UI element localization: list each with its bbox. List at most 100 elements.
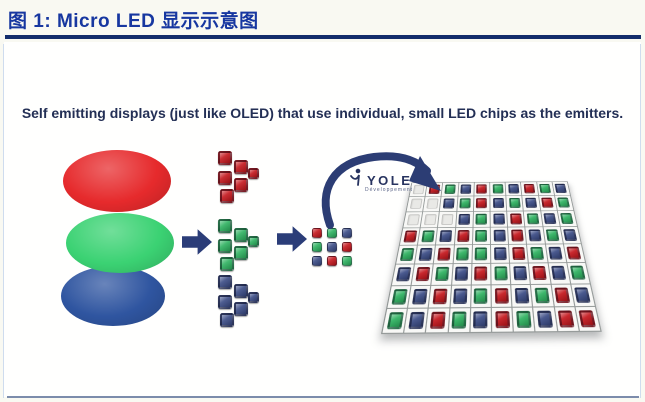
- yole-figure-icon: [350, 168, 361, 186]
- led-array-cell: [510, 263, 532, 285]
- bottom-rule: [7, 396, 639, 398]
- led-chip: [513, 266, 528, 281]
- led-chip: [475, 229, 488, 242]
- led-array-cell: [431, 264, 454, 286]
- yole-logo: YOLE Développement: [347, 167, 413, 193]
- led-chip: [473, 311, 488, 329]
- led-chip: [459, 198, 471, 209]
- figure-title: 图 1: Micro LED 显示示意图: [8, 11, 259, 32]
- led-chip: [234, 228, 248, 242]
- curved-transfer-arrow-icon: [321, 152, 441, 229]
- led-array-cell: [490, 227, 510, 245]
- led-chip: [510, 229, 524, 242]
- led-array-cell: [473, 211, 491, 228]
- led-array-cell: [404, 308, 430, 334]
- led-chip: [570, 265, 587, 281]
- led-chip: [234, 284, 248, 298]
- led-chip: [248, 168, 259, 179]
- led-chip: [509, 213, 522, 225]
- led-chip: [543, 212, 557, 224]
- led-chip: [539, 183, 552, 194]
- led-array-cell: [560, 226, 582, 245]
- led-chip: [557, 310, 575, 328]
- led-chip: [458, 213, 471, 225]
- led-chip: [415, 267, 430, 282]
- led-chip: [536, 310, 554, 328]
- led-chip: [566, 246, 582, 260]
- led-array-cell: [429, 285, 452, 309]
- led-chip: [511, 247, 526, 261]
- led-array-cell: [457, 182, 475, 197]
- green-led-wafer-ellipse: [66, 213, 174, 273]
- led-array-cell: [471, 263, 492, 286]
- led-chip: [551, 266, 567, 281]
- led-chip: [220, 313, 234, 327]
- led-chip: [454, 266, 469, 282]
- led-chip: [560, 212, 574, 224]
- led-array-cell: [473, 196, 491, 212]
- led-chip: [526, 213, 540, 224]
- led-array-cell: [491, 284, 513, 308]
- led-chip: [476, 198, 488, 209]
- led-array-cell: [491, 244, 511, 264]
- led-array-cell: [472, 227, 492, 246]
- led-array-cell: [557, 210, 578, 227]
- led-array-cell: [470, 284, 492, 308]
- led-chip: [534, 287, 550, 303]
- led-chip-small: [312, 256, 322, 266]
- led-array-cell: [490, 211, 509, 228]
- led-array-cell: [512, 307, 537, 333]
- led-chip: [492, 184, 504, 194]
- led-chip: [548, 246, 563, 260]
- led-chip: [456, 247, 470, 261]
- led-chip: [492, 213, 505, 225]
- led-chip: [494, 287, 509, 304]
- led-array-cell: [505, 182, 523, 197]
- led-chip: [557, 197, 571, 208]
- figure-left-border: [3, 44, 4, 398]
- led-chip-small: [312, 242, 322, 252]
- led-chip-small: [327, 256, 337, 266]
- led-chip: [474, 287, 488, 304]
- led-array-cell: [470, 307, 493, 334]
- led-chip: [554, 287, 571, 303]
- led-chip: [532, 266, 547, 281]
- led-chip: [234, 178, 248, 192]
- led-chip: [218, 171, 232, 185]
- led-chip: [457, 229, 470, 242]
- led-chip: [218, 275, 232, 289]
- led-array-cell: [450, 285, 472, 309]
- led-array-cell: [490, 196, 508, 212]
- led-chip: [220, 189, 234, 203]
- led-chip: [218, 295, 232, 309]
- led-chip-small: [327, 242, 337, 252]
- figure-right-border: [640, 44, 641, 398]
- led-array-cell: [453, 245, 473, 265]
- led-chip: [563, 229, 578, 241]
- yole-logo-text: YOLE: [367, 173, 413, 188]
- title-rule: [5, 35, 641, 39]
- led-chip: [475, 213, 488, 225]
- led-chip: [493, 247, 507, 261]
- led-chip: [395, 267, 411, 282]
- led-chip: [530, 247, 545, 260]
- led-chip: [474, 266, 488, 281]
- led-chip-small: [327, 228, 337, 238]
- led-array-cell: [491, 307, 515, 333]
- led-chip: [408, 311, 425, 329]
- led-chip: [234, 160, 248, 174]
- led-array-cell: [454, 227, 474, 246]
- led-array-cell: [552, 181, 571, 196]
- led-chip-small: [312, 228, 322, 238]
- led-chip: [525, 198, 538, 209]
- led-array-cell: [511, 284, 534, 308]
- led-chip: [218, 239, 232, 253]
- led-chip: [248, 236, 259, 247]
- led-chip: [234, 246, 248, 260]
- led-array-cell: [509, 244, 530, 264]
- led-chip: [494, 266, 508, 281]
- led-chip: [411, 288, 428, 305]
- led-array-cell: [426, 308, 451, 334]
- blue-led-wafer-ellipse: [61, 266, 165, 326]
